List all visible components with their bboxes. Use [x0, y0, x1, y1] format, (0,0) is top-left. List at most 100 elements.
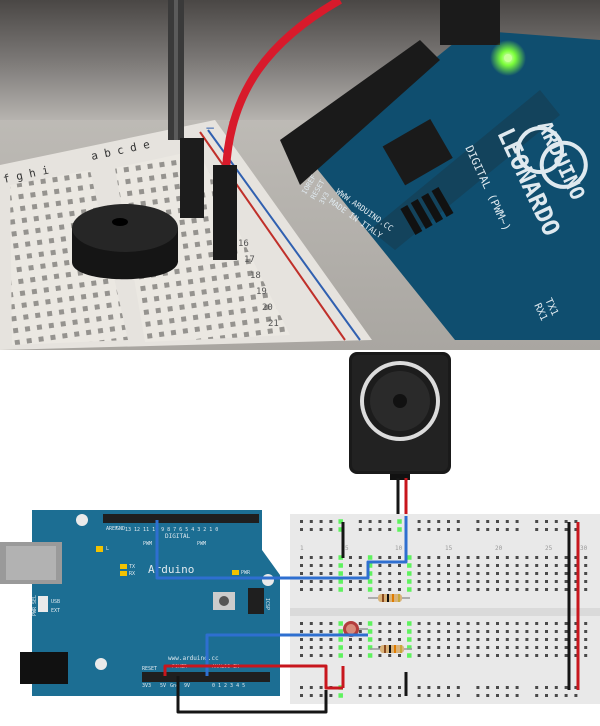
breadboard-hole — [574, 588, 578, 591]
breadboard-hole — [358, 588, 362, 591]
breadboard-hole — [358, 622, 362, 625]
breadboard-hole — [329, 588, 333, 591]
breadboard-hole — [564, 638, 568, 641]
breadboard-hole — [427, 580, 431, 583]
pwm-label: PWM — [197, 541, 206, 547]
breadboard-hole — [545, 646, 548, 649]
breadboard-hole — [456, 646, 460, 649]
breadboard-hole — [564, 686, 568, 689]
speaker — [349, 352, 451, 480]
breadboard-hole — [456, 520, 460, 523]
row-number: 19 — [256, 287, 267, 297]
arduino-leonardo-board: ARDUINO LEONARDO DIGITAL (PWM~) WWW.ARDU… — [280, 0, 600, 340]
breadboard-hole — [319, 654, 323, 657]
breadboard-hole — [505, 580, 509, 583]
breadboard-hole — [515, 646, 519, 649]
breadboard-hole — [505, 572, 509, 575]
breadboard-hole — [417, 580, 421, 583]
breadboard-hole — [515, 528, 519, 531]
row-number: 21 — [268, 319, 279, 329]
breadboard-hole — [456, 556, 460, 559]
breadboard-hole — [427, 572, 431, 575]
breadboard-hole — [476, 528, 480, 531]
breadboard-hole — [505, 520, 509, 523]
breadboard-hole — [564, 646, 568, 649]
breadboard-hole — [329, 638, 333, 641]
breadboard-hole — [319, 622, 323, 625]
breadboard-hole — [349, 646, 352, 649]
breadboard-hole — [554, 520, 558, 523]
breadboard-hole — [437, 580, 441, 583]
breadboard-hole — [515, 622, 519, 625]
breadboard-hole — [329, 572, 333, 575]
breadboard-hole — [367, 621, 373, 626]
breadboard-hole — [496, 630, 499, 633]
breadboard-hole — [417, 588, 421, 591]
breadboard-hole — [554, 654, 558, 657]
breadboard-hole — [300, 572, 303, 575]
breadboard-hole — [417, 646, 421, 649]
bb-row-label: 10 — [395, 545, 403, 552]
pwr-sel-jumper[interactable] — [38, 596, 48, 612]
breadboard-hole — [349, 580, 352, 583]
breadboard-hole — [496, 520, 499, 523]
breadboard-hole — [349, 654, 352, 657]
breadboard-hole — [427, 528, 431, 531]
breadboard-hole — [329, 520, 333, 523]
breadboard-hole — [574, 564, 578, 567]
breadboard-hole — [367, 555, 373, 560]
breadboard-hole — [515, 556, 519, 559]
breadboard-hole — [447, 638, 450, 641]
breadboard-hole — [545, 520, 548, 523]
breadboard-hole — [466, 556, 470, 559]
breadboard-hole — [525, 588, 529, 591]
breadboard-hole — [398, 686, 401, 689]
breadboard-hole — [407, 555, 412, 560]
breadboard-hole — [496, 556, 499, 559]
breadboard-hole — [505, 654, 509, 657]
breadboard-hole — [309, 622, 313, 625]
breadboard-hole — [398, 630, 401, 633]
breadboard-hole — [378, 686, 382, 689]
breadboard-hole — [309, 694, 313, 697]
breadboard-hole — [300, 686, 303, 689]
digital-pin-numbers: 13 12 11 10 9 8 7 6 5 4 3 2 1 0 — [125, 527, 218, 533]
breadboard-hole — [407, 629, 412, 634]
breadboard-hole — [466, 630, 470, 633]
circuit-diagram: 1 5 10 15 20 25 30 — [0, 350, 600, 726]
breadboard-hole — [456, 686, 460, 689]
breadboard-hole — [417, 556, 421, 559]
breadboard-hole — [427, 654, 431, 657]
breadboard-hole — [417, 686, 421, 689]
breadboard-hole — [505, 588, 509, 591]
breadboard-hole — [358, 528, 362, 531]
breadboard-hole — [300, 588, 303, 591]
breadboard-hole — [525, 556, 529, 559]
breadboard-hole — [564, 572, 568, 575]
breadboard-hole — [447, 686, 450, 689]
breadboard-hole — [378, 588, 382, 591]
breadboard-hole — [584, 622, 588, 625]
breadboard-hole — [427, 520, 431, 523]
breadboard-hole — [338, 637, 343, 642]
breadboard-hole — [574, 622, 578, 625]
breadboard-hole — [515, 630, 519, 633]
breadboard-hole — [338, 563, 343, 568]
breadboard-hole — [496, 686, 499, 689]
breadboard-hole — [486, 646, 490, 649]
power-jack — [20, 652, 68, 684]
breadboard-hole — [476, 622, 480, 625]
breadboard-hole — [427, 564, 431, 567]
breadboard-hole — [338, 587, 343, 592]
breadboard-hole — [319, 580, 323, 583]
breadboard-hole — [338, 629, 343, 634]
breadboard-hole — [476, 572, 480, 575]
breadboard-hole — [358, 654, 362, 657]
breadboard-hole — [378, 580, 382, 583]
breadboard-hole — [388, 564, 392, 567]
breadboard-hole — [505, 694, 509, 697]
breadboard-hole — [545, 564, 548, 567]
bb-row-label: 1 — [300, 545, 304, 552]
5v-label: 5V — [160, 683, 166, 689]
breadboard-hole — [584, 638, 588, 641]
